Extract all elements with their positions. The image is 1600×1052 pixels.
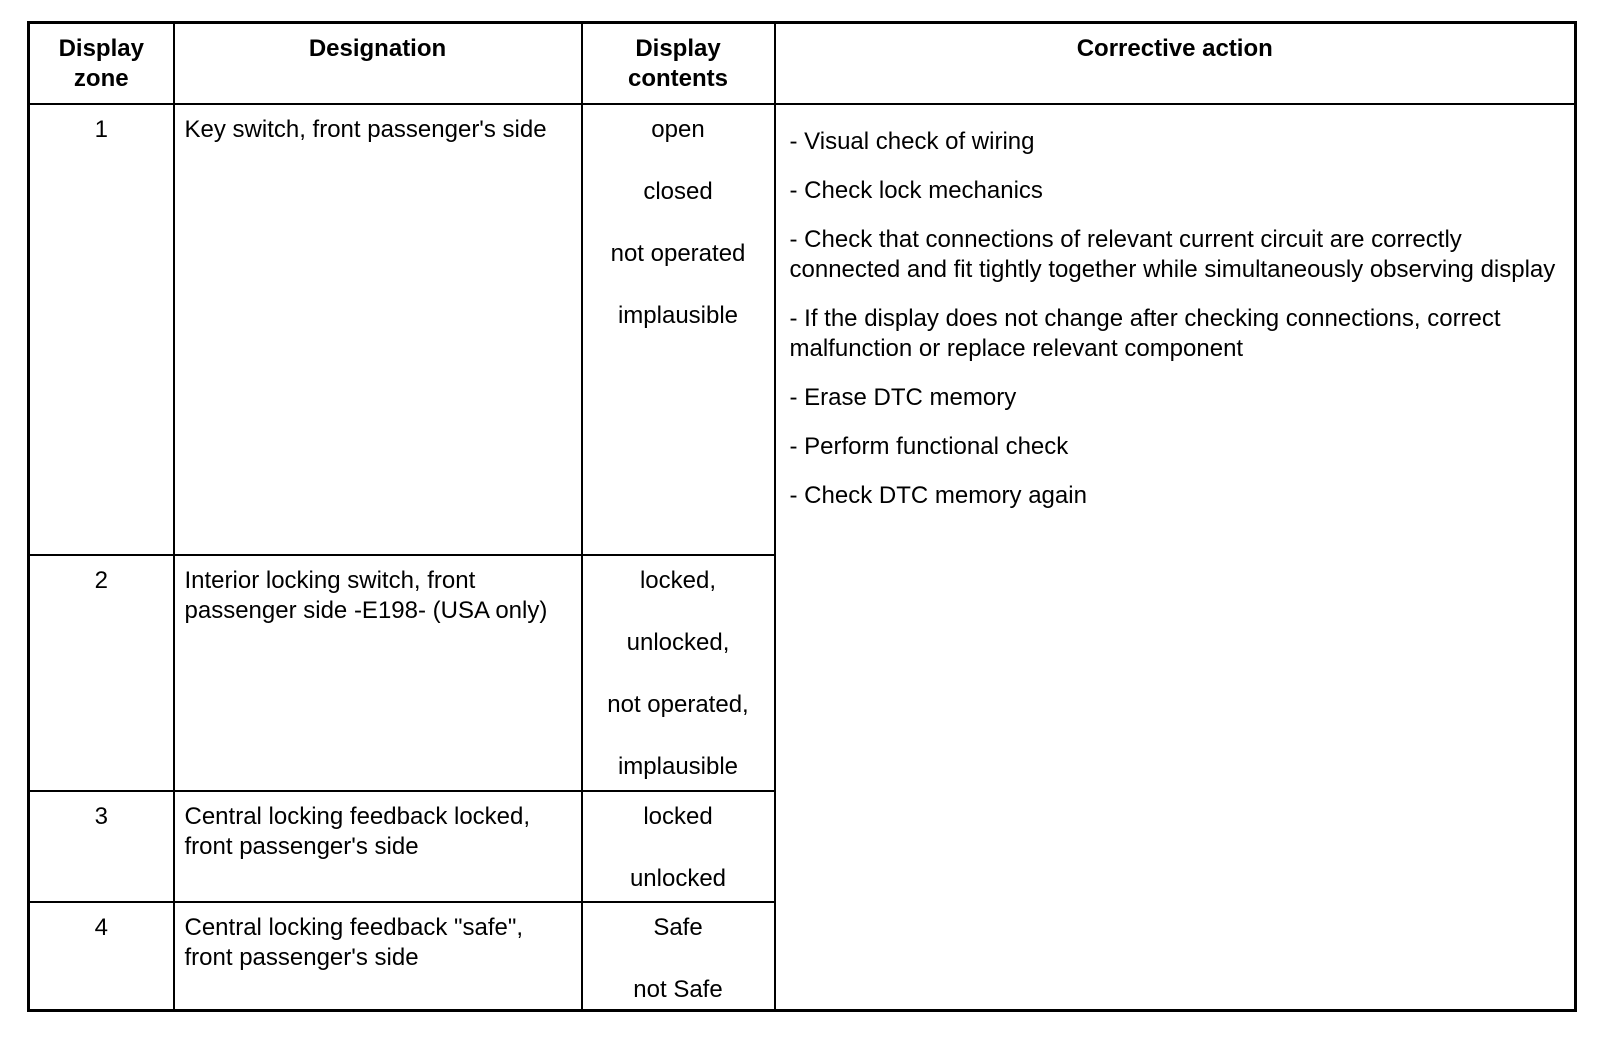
table-row: 2 Interior locking switch, front passeng…	[27, 554, 1576, 792]
header-row: Display zone Designation Display content…	[27, 21, 1577, 105]
display-value: closed	[643, 178, 713, 205]
designation-cell: Central locking feedback locked, front p…	[172, 790, 583, 903]
action-item: - Check that connections of relevant cur…	[789, 226, 1556, 283]
diagnostic-table: Display zone Designation Display content…	[27, 21, 1577, 1012]
display-value: unlocked,	[626, 629, 730, 656]
display-value: open	[651, 116, 705, 143]
display-value: not operated,	[607, 691, 749, 718]
header-display-contents: Display contents	[580, 21, 776, 105]
display-value: not Safe	[633, 976, 723, 1003]
designation-cell: Interior locking switch, front passenger…	[172, 554, 583, 792]
display-value: locked	[643, 803, 713, 830]
action-item: - Perform functional check	[789, 433, 1069, 460]
display-contents-cell: Safe not Safe	[580, 901, 776, 1012]
header-corrective-action: Corrective action	[773, 21, 1577, 105]
header-designation: Designation	[172, 21, 583, 105]
display-contents-cell: locked unlocked	[580, 790, 776, 903]
display-value: implausible	[617, 302, 739, 329]
action-item: - If the display does not change after c…	[789, 305, 1501, 362]
action-item: - Visual check of wiring	[789, 128, 1035, 155]
designation-cell: Central locking feedback "safe", front p…	[172, 901, 583, 1012]
display-value: locked,	[639, 567, 717, 594]
display-value: Safe	[653, 914, 703, 941]
table-row: 4 Central locking feedback "safe", front…	[27, 901, 1576, 1012]
action-item: - Erase DTC memory	[789, 384, 1017, 411]
display-value: not operated	[610, 240, 746, 267]
display-value: implausible	[617, 753, 739, 780]
table-row: 1 Key switch, front passenger's side ope…	[27, 103, 1577, 1012]
zone-cell: 4	[27, 901, 175, 1012]
action-item: - Check lock mechanics	[789, 177, 1043, 204]
zone-cell: 3	[27, 790, 175, 903]
display-contents-cell: locked, unlocked, not operated, implausi…	[580, 554, 776, 792]
display-value: unlocked	[629, 865, 727, 892]
table-row: 3 Central locking feedback locked, front…	[27, 790, 1576, 903]
designation-cell: Key switch, front passenger's side	[172, 103, 583, 556]
zone-cell: 2	[27, 554, 175, 792]
corrective-action-cell: - Visual check of wiring - Check lock me…	[773, 103, 1577, 1012]
display-contents-cell: open closed not operated implausible	[580, 103, 776, 556]
action-item: - Check DTC memory again	[789, 482, 1087, 509]
zone-cell: 1	[27, 103, 175, 556]
header-display-zone: Display zone	[27, 21, 175, 105]
